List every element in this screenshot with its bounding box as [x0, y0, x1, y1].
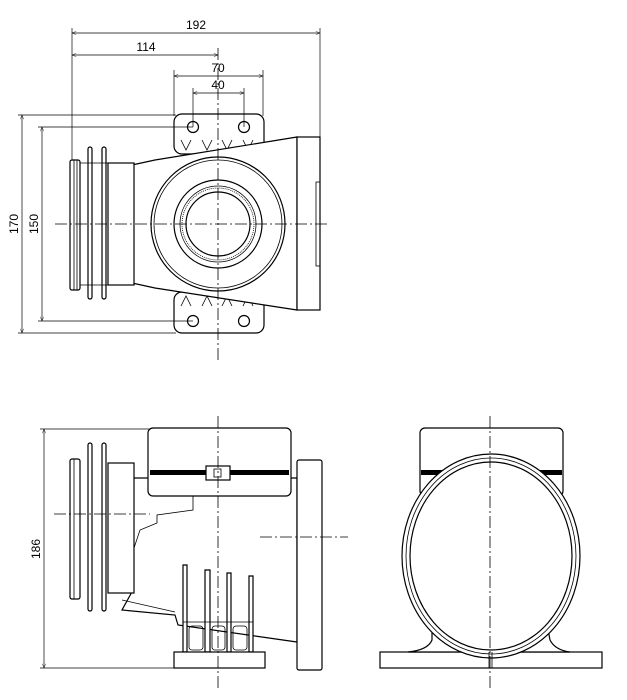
- dimension-label-186: 186: [29, 539, 43, 559]
- mounting-holes: [186, 120, 251, 328]
- front-view: [379, 416, 603, 690]
- dimension-170: 170: [7, 114, 176, 334]
- side-view: 186: [29, 416, 348, 690]
- side-flange: [296, 459, 323, 671]
- dimension-114: 114: [71, 40, 219, 57]
- pipe-outer-ring: [401, 453, 581, 659]
- top-view: 192 114 70 40 170 150: [7, 18, 327, 362]
- outlet-rings: [69, 146, 108, 300]
- dimension-40: 40: [192, 78, 245, 127]
- side-outlet-neck: [107, 462, 135, 594]
- dimension-label-170: 170: [7, 214, 21, 234]
- dimension-150: 150: [27, 126, 193, 322]
- dimension-186: 186: [29, 428, 176, 669]
- dimension-label-192: 192: [186, 18, 206, 32]
- cap: [147, 427, 292, 497]
- support-ribs: [182, 564, 254, 653]
- side-flange: [296, 136, 321, 311]
- dimension-label-150: 150: [27, 214, 41, 234]
- side-base: [173, 651, 266, 669]
- dimension-label-114: 114: [136, 40, 155, 54]
- pipe-bore: [409, 461, 573, 651]
